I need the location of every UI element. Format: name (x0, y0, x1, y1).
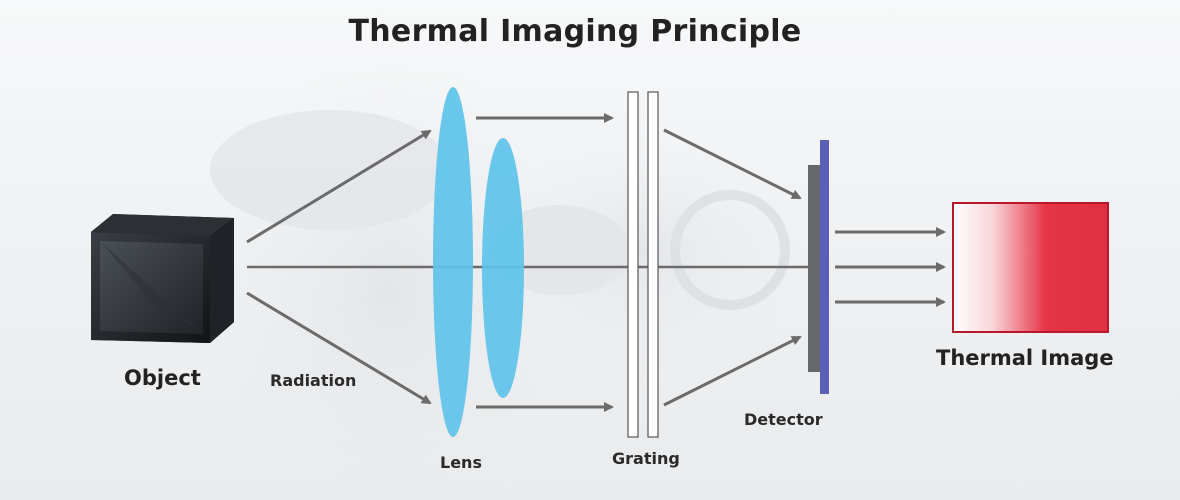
ray-lower-to-lens (246, 291, 432, 405)
grating-plate-2 (647, 91, 659, 438)
grating-plate-1 (627, 91, 639, 438)
diagram-title: Thermal Imaging Principle (348, 14, 802, 49)
label-radiation: Radiation (270, 371, 357, 390)
lens-front (433, 87, 473, 437)
detector-bar (820, 140, 829, 394)
thermal-image-box (952, 202, 1109, 333)
label-lens: Lens (440, 453, 482, 472)
background-photo (200, 60, 810, 500)
label-object: Object (124, 366, 201, 390)
object-cube (91, 214, 234, 343)
label-detector: Detector (744, 410, 823, 429)
ray-upper-to-lens (246, 129, 432, 244)
label-thermal-image: Thermal Image (936, 346, 1114, 370)
ray-grating-to-detector-top (663, 128, 802, 200)
label-grating: Grating (612, 449, 680, 468)
detector-plate (808, 165, 820, 372)
ray-grating-to-detector-bottom (663, 335, 802, 407)
lens-rear (482, 138, 524, 398)
